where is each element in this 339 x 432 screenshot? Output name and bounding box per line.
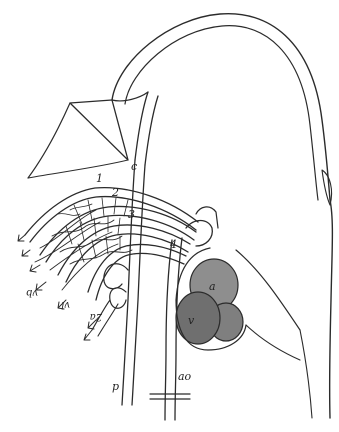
label-auricle: a (209, 280, 216, 293)
label-vessel-vb: vb (26, 287, 38, 298)
label-vessel-ao: ao (178, 370, 192, 383)
gill-membrane (28, 100, 128, 178)
dorsal-vessel (135, 92, 158, 165)
ventricle (176, 292, 220, 344)
label-branch-4: 4 (169, 238, 177, 251)
figure-labels: 1 2 3 4 c a v p ao vb vl 2a (26, 160, 216, 393)
capillary-network (35, 198, 132, 290)
label-vessel-c: c (131, 160, 137, 173)
label-vessel-2a: 2a (90, 311, 103, 322)
label-ventricle: v (188, 314, 195, 327)
label-branch-1: 1 (96, 172, 103, 185)
label-branch-2: 2 (111, 186, 119, 199)
label-vessel-p: p (112, 380, 119, 393)
label-vessel-vl: vl (61, 299, 70, 310)
label-branch-3: 3 (128, 208, 135, 221)
body-outline (112, 14, 332, 418)
